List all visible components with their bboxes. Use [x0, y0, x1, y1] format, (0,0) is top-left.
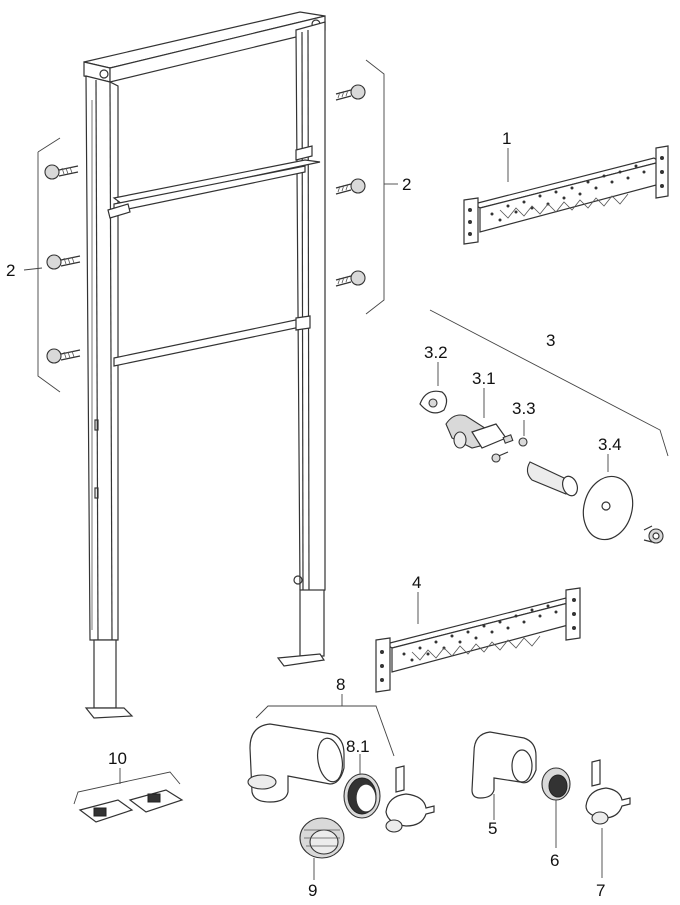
mounting-rail-1: 1 — [463, 129, 669, 245]
plug-cap-icon — [643, 525, 664, 544]
screw-set-right: 2 — [335, 59, 411, 315]
elbow-connector-icon — [445, 414, 507, 449]
mounting-rail-4: 4 — [375, 573, 581, 693]
sealing-ring-icon — [343, 773, 381, 819]
drain-connector-set-8: 8 8.1 — [247, 675, 435, 833]
screw-icon — [46, 254, 81, 270]
rosette-cover-icon — [582, 475, 634, 541]
callout-3-2: 3.2 — [424, 343, 448, 362]
pipe-clamp-icon — [385, 765, 435, 833]
adapter-ring-6: 6 — [541, 767, 571, 870]
callout-9: 9 — [308, 881, 317, 900]
elbow-5: 5 — [471, 731, 537, 838]
screw-set-left: 2 — [6, 137, 81, 393]
screw-small-icon — [491, 434, 528, 463]
callout-2-right: 2 — [402, 175, 411, 194]
callout-10: 10 — [108, 749, 127, 768]
callout-7: 7 — [596, 881, 605, 900]
rail-holes — [380, 598, 576, 682]
installation-frame — [83, 11, 326, 719]
callout-8: 8 — [336, 675, 345, 694]
supply-connector-set-3: 3 3.2 3.1 3.3 3.4 — [419, 309, 669, 544]
callout-2-left: 2 — [6, 261, 15, 280]
callout-4: 4 — [412, 573, 421, 592]
callout-6: 6 — [550, 851, 559, 870]
floor-fixing-set-10: 10 — [73, 749, 184, 823]
screw-icon — [46, 348, 81, 364]
callout-3-4: 3.4 — [598, 435, 622, 454]
screw-icon — [44, 164, 79, 180]
callout-8-1: 8.1 — [346, 737, 370, 756]
pipe-clamp-7: 7 — [585, 759, 631, 900]
screw-icon — [335, 178, 366, 195]
floor-bracket-icon — [128, 789, 184, 813]
screw-icon — [335, 84, 366, 101]
flange-plate-icon — [419, 390, 448, 414]
elbow-pipe-icon — [247, 723, 345, 803]
callout-3-3: 3.3 — [512, 399, 536, 418]
reducer-ring-9: 9 — [299, 817, 345, 900]
screw-icon — [335, 270, 366, 287]
sleeve-tube-icon — [526, 461, 579, 497]
callout-3-1: 3.1 — [472, 369, 496, 388]
callout-3: 3 — [546, 331, 555, 350]
rail-holes — [468, 156, 664, 236]
callout-1: 1 — [502, 129, 511, 148]
floor-bracket-icon — [78, 799, 134, 823]
callout-5: 5 — [488, 819, 497, 838]
